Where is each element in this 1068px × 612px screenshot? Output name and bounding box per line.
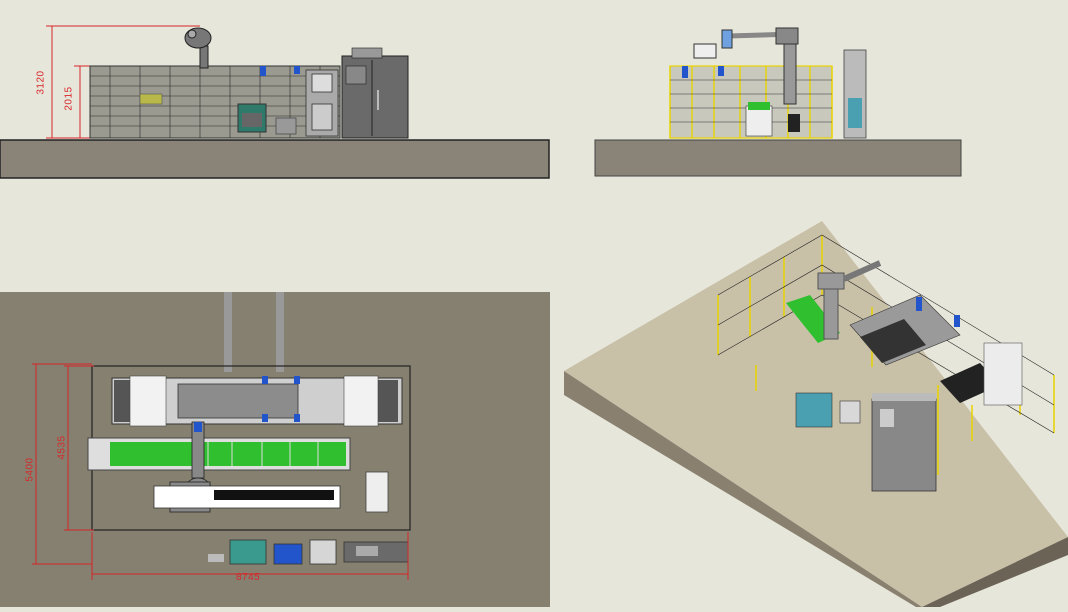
ground-slab — [0, 139, 550, 179]
ground-slab — [594, 139, 962, 177]
dim-total-height-label: 3120 — [35, 70, 47, 95]
front-elevation-view: 3120 2015 — [0, 0, 560, 185]
fence-frame — [89, 65, 341, 139]
robot-arm — [693, 27, 799, 105]
height-dimension-lines — [46, 25, 200, 139]
side-elevation-view — [590, 20, 970, 185]
dim-fence-depth-label: 4535 — [56, 435, 68, 460]
dim-total-width-label: 8745 — [236, 572, 261, 583]
side-elevation-drawing — [594, 27, 962, 177]
isometric-view — [560, 215, 1068, 607]
plan-view-drawing — [0, 292, 550, 607]
dim-fence-height-label: 2015 — [63, 86, 75, 111]
plan-view: 5400 4535 8745 — [0, 292, 550, 607]
front-elevation-drawing — [0, 25, 550, 179]
isometric-drawing — [564, 221, 1068, 607]
robot-arm — [184, 27, 212, 69]
dim-total-depth-label: 5400 — [24, 457, 36, 482]
platform-side-left — [564, 371, 922, 607]
platform-side-right — [922, 537, 1068, 607]
plan-dimension-lines — [32, 363, 409, 580]
robot-arm — [817, 260, 882, 340]
